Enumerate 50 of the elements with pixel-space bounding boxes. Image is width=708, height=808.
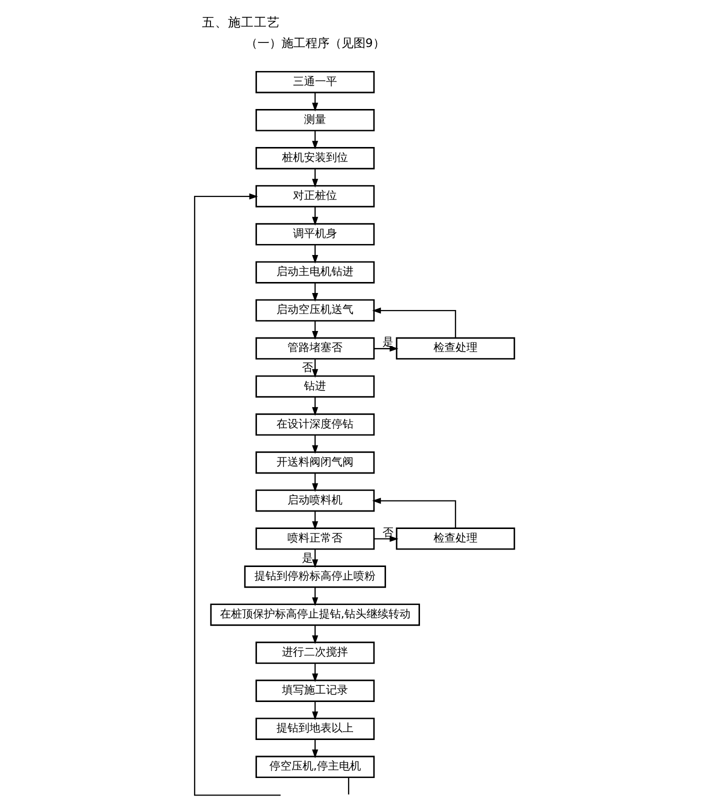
arrow [312, 397, 318, 416]
arrow [194, 193, 280, 796]
node-box: 启动主电机钻进 [255, 261, 374, 284]
node-box: 检查处理 [395, 337, 515, 360]
connector [348, 778, 349, 794]
arrow [373, 536, 398, 542]
arrow [312, 740, 318, 758]
node-box: 三通一平 [255, 70, 374, 94]
arrow [312, 130, 318, 150]
edge-label: 否 [302, 361, 313, 374]
node-box: 喷料正常否 [255, 528, 374, 550]
node-box: 开送料阀闭气阀 [255, 451, 374, 474]
node-box: 启动喷料机 [255, 489, 374, 512]
arrow [312, 359, 318, 378]
arrow [373, 346, 398, 352]
arrow [312, 511, 318, 530]
node-box: 停空压机,停主电机 [255, 756, 374, 778]
arrow [312, 549, 318, 568]
node-box: 填写施工记录 [255, 680, 374, 702]
edge-label: 否 [382, 526, 394, 539]
node-box: 钻进 [255, 375, 374, 398]
node-box: 提钻到地表以上 [255, 718, 374, 740]
node-box: 对正桩位 [255, 185, 374, 208]
arrow [312, 473, 318, 492]
node-box: 管路堵塞否 [255, 337, 374, 360]
arrow [312, 283, 318, 302]
arrow [312, 207, 318, 226]
arrow [372, 498, 456, 528]
node-box: 在桩顶保护标高停止提钻,钻头继续转动 [210, 604, 420, 626]
label: （一）施工程序（见图9） [244, 36, 384, 50]
diagram-title: 五、施工工艺 [201, 14, 280, 30]
node-box: 调平机身 [255, 223, 374, 246]
arrow [312, 245, 318, 264]
arrow [312, 92, 318, 112]
arrow [312, 321, 318, 340]
arrow [312, 435, 318, 454]
node-box: 测量 [255, 109, 374, 132]
arrow [312, 664, 318, 682]
node-box: 启动空压机送气 [255, 299, 374, 322]
node-box: 桩机安装到位 [255, 147, 374, 170]
arrow [372, 308, 456, 338]
arrow [312, 587, 318, 606]
arrow [312, 702, 318, 720]
node-box: 提钻到停粉标高停止喷粉 [244, 566, 386, 588]
node-box: 在设计深度停钻 [255, 413, 374, 436]
arrow [312, 169, 318, 188]
arrow [312, 626, 318, 644]
edge-label: 是 [302, 551, 313, 564]
node-box: 检查处理 [395, 528, 515, 550]
node-box: 进行二次搅拌 [255, 642, 374, 664]
